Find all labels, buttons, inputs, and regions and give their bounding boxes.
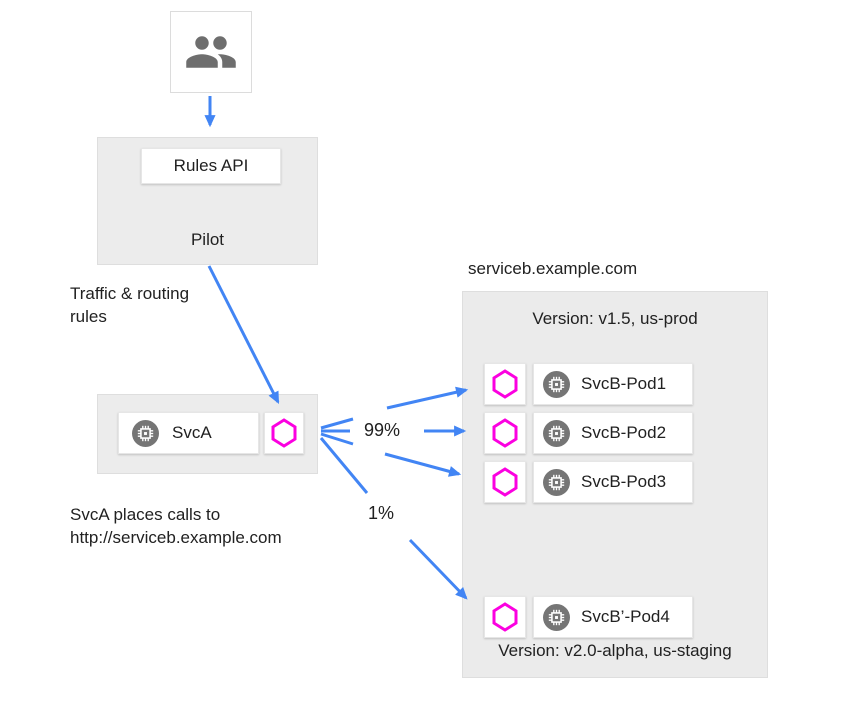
percent-major-label: 99% bbox=[364, 420, 401, 440]
pod3-box: SvcB-Pod3 bbox=[533, 461, 693, 503]
pilot-panel: Rules API Pilot bbox=[97, 137, 318, 265]
version-staging-label: Version: v2.0-alpha, us-staging bbox=[498, 641, 732, 660]
arrow-proxy-to-pod4-stub bbox=[319, 437, 369, 494]
pod3-proxy-box bbox=[484, 461, 526, 503]
service-chip-icon bbox=[543, 370, 570, 398]
envoy-proxy-hexagon-icon bbox=[492, 602, 518, 632]
people-icon bbox=[186, 36, 236, 68]
percent-minor-label: 1% bbox=[368, 503, 395, 523]
svca-caption: SvcA places calls to http://serviceb.exa… bbox=[70, 503, 282, 549]
pod2-proxy-box bbox=[484, 412, 526, 454]
pod2-label: SvcB-Pod2 bbox=[581, 423, 667, 442]
envoy-proxy-hexagon-icon bbox=[492, 369, 518, 399]
rules-api-label: Rules API bbox=[173, 156, 249, 175]
pod4-box: SvcB’-Pod4 bbox=[533, 596, 693, 638]
serviceb-domain-label: serviceb.example.com bbox=[468, 259, 638, 278]
arrow-proxy-to-pod1-stub bbox=[320, 417, 354, 430]
arrow-proxy-to-pod4 bbox=[408, 538, 468, 600]
svca-proxy-box bbox=[264, 412, 304, 454]
svca-panel: SvcA bbox=[97, 394, 318, 474]
arrow-proxy-to-pod3 bbox=[384, 452, 462, 477]
envoy-proxy-hexagon-icon bbox=[492, 467, 518, 497]
rules-api-box: Rules API bbox=[141, 148, 281, 184]
pod4-proxy-box bbox=[484, 596, 526, 638]
svca-caption-line1: SvcA places calls to bbox=[70, 505, 221, 524]
version-prod-label: Version: v1.5, us-prod bbox=[532, 309, 698, 328]
service-chip-icon bbox=[132, 419, 159, 447]
pod1-box: SvcB-Pod1 bbox=[533, 363, 693, 405]
svca-caption-line2: http://serviceb.example.com bbox=[70, 528, 282, 547]
envoy-proxy-hexagon-icon bbox=[271, 418, 297, 448]
pod1-label: SvcB-Pod1 bbox=[581, 374, 667, 393]
arrow-proxy-to-pod3-stub bbox=[320, 432, 354, 446]
pilot-title: Pilot bbox=[190, 230, 225, 249]
svca-label: SvcA bbox=[172, 423, 212, 442]
service-chip-icon bbox=[543, 603, 570, 631]
pod2-box: SvcB-Pod2 bbox=[533, 412, 693, 454]
envoy-proxy-hexagon-icon bbox=[492, 418, 518, 448]
service-chip-icon bbox=[543, 419, 570, 447]
pod3-label: SvcB-Pod3 bbox=[581, 472, 667, 491]
pod4-label: SvcB’-Pod4 bbox=[581, 607, 670, 626]
service-chip-icon bbox=[543, 468, 570, 496]
users-box bbox=[170, 11, 252, 93]
traffic-rules-label: Traffic & routing rules bbox=[70, 284, 190, 326]
arrow-proxy-to-pod1 bbox=[386, 386, 469, 410]
svca-box: SvcA bbox=[118, 412, 259, 454]
pod1-proxy-box bbox=[484, 363, 526, 405]
serviceb-panel: Version: v1.5, us-prod bbox=[462, 291, 768, 678]
